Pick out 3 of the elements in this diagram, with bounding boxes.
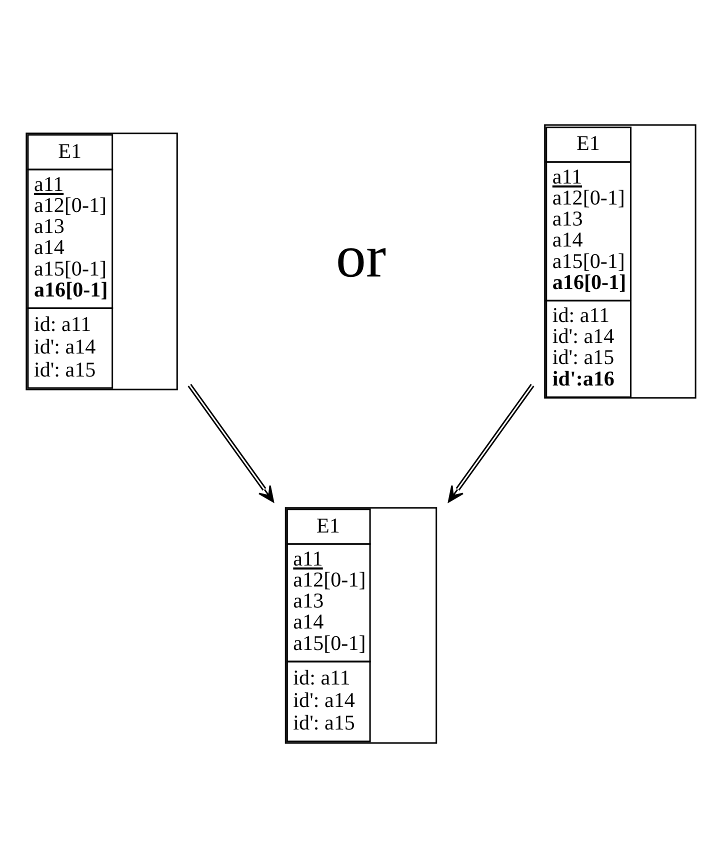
arrow — [188, 384, 274, 503]
label: or — [336, 224, 386, 291]
arrow — [448, 384, 534, 503]
